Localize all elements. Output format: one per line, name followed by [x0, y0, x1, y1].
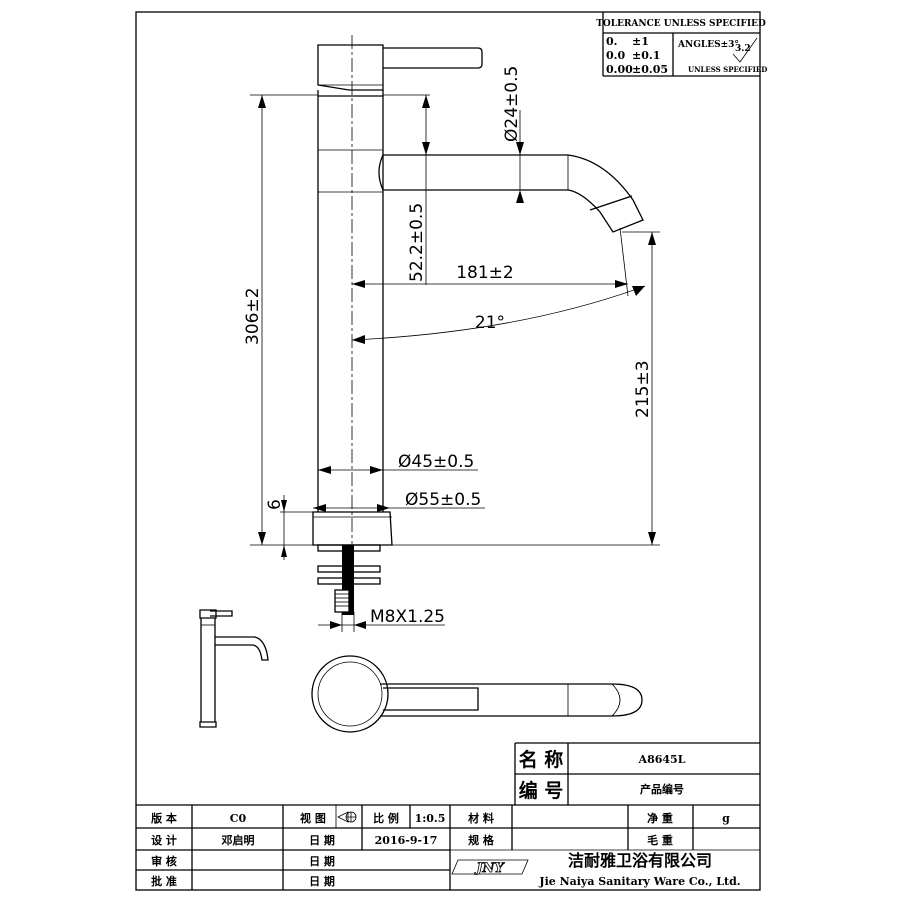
- body-column: [317, 90, 384, 512]
- spout: [383, 154, 644, 233]
- tolerance-block: TOLERANCE UNLESS SPECIFIED 0. ±1 0.0 ±0.…: [596, 12, 767, 77]
- tolerance-title: TOLERANCE UNLESS SPECIFIED: [596, 19, 766, 29]
- hose-connector: [334, 589, 350, 613]
- label-net-weight: 净 重: [647, 811, 673, 825]
- dim-height-215: 215±3: [633, 360, 653, 418]
- label-version: 版 本: [151, 811, 177, 825]
- tolerance-val-3: ±0.05: [632, 63, 668, 76]
- tolerance-fmt-1: 0.: [606, 35, 617, 48]
- label-scale: 比 例: [373, 811, 399, 825]
- label-number: 编 号: [519, 779, 564, 802]
- handle-lever: [383, 47, 483, 69]
- dim-reach-181: 181±2: [456, 263, 514, 283]
- projection-symbol-icon: [337, 811, 357, 823]
- label-gross-weight: 毛 重: [647, 833, 673, 847]
- faucet-elevation-view: [312, 35, 644, 615]
- dimension-lines: 306±2 6 Ø24±0.5 52.2±0.5 181±2 21°: [243, 66, 660, 632]
- designer-name: 邓启明: [222, 833, 255, 847]
- tolerance-fmt-3: 0.00: [606, 63, 633, 76]
- dim-height-306: 306±2: [243, 287, 263, 345]
- faucet-iso-view: [199, 609, 269, 728]
- product-name: A8645L: [638, 753, 686, 766]
- tolerance-angles: ANGLES±3°: [677, 40, 739, 50]
- label-review: 审 核: [151, 854, 177, 868]
- logo-text: JNY: [473, 861, 505, 876]
- dim-dia-45: Ø45±0.5: [398, 452, 474, 472]
- label-material: 材 料: [468, 811, 494, 825]
- dim-angle-21: 21°: [475, 313, 505, 333]
- label-date-2: 日 期: [309, 854, 335, 868]
- roughness-symbol-icon: [732, 37, 758, 63]
- sheet-border: [135, 11, 761, 891]
- label-approve: 批 准: [151, 874, 177, 888]
- label-name: 名 称: [519, 748, 564, 771]
- tolerance-fmt-2: 0.0: [606, 49, 625, 62]
- faucet-top-view: [311, 655, 643, 733]
- tolerance-val-2: ±0.1: [632, 49, 660, 62]
- version-value: C0: [230, 812, 247, 825]
- tolerance-val-1: ±1: [632, 35, 649, 48]
- net-weight-unit: g: [722, 812, 730, 825]
- dim-52: 52.2±0.5: [407, 203, 427, 282]
- product-number: 产品编号: [640, 782, 684, 796]
- dim-dia-55: Ø55±0.5: [405, 490, 481, 510]
- dim-base-6: 6: [265, 499, 285, 510]
- company-name-cn: 洁耐雅卫浴有限公司: [568, 851, 712, 870]
- label-design: 设 计: [151, 833, 177, 847]
- title-block: 名 称 A8645L 编 号 产品编号 版 本 C0 视 图 比 例 1:0.5…: [136, 742, 760, 890]
- scale-value: 1:0.5: [415, 812, 446, 825]
- spout-top: [380, 683, 643, 717]
- company-logo: JNY: [451, 859, 529, 876]
- label-view: 视 图: [300, 811, 326, 825]
- roughness-note: UNLESS SPECIFIED: [688, 65, 767, 74]
- label-date-3: 日 期: [309, 874, 335, 888]
- company-name-en: Jie Naiya Sanitary Ware Co., Ltd.: [538, 875, 740, 888]
- dim-dia-24: Ø24±0.5: [502, 66, 522, 142]
- dim-thread-m8: M8X1.25: [370, 607, 445, 627]
- label-spec: 规 格: [468, 833, 495, 847]
- handle-cap: [317, 44, 384, 91]
- label-date: 日 期: [309, 833, 335, 847]
- roughness-value: 3.2: [735, 44, 751, 54]
- date-value: 2016-9-17: [375, 834, 438, 847]
